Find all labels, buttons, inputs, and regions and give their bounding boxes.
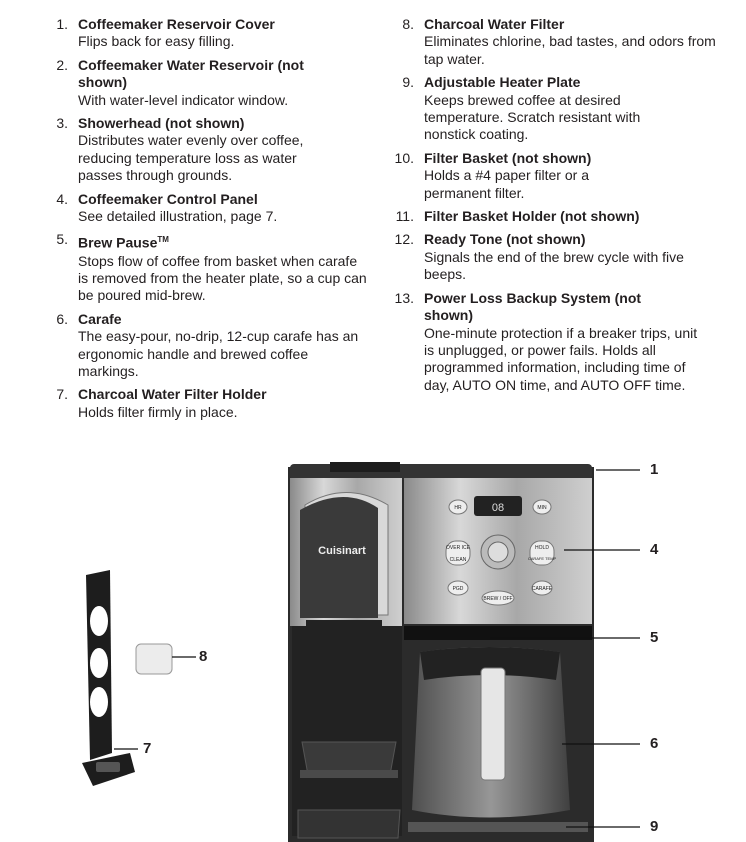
callout-5: 5 xyxy=(650,629,659,646)
item-number: 7. xyxy=(56,386,68,403)
item-description: Keeps brewed coffee at desired temperatu… xyxy=(424,91,641,143)
pgd-button[interactable] xyxy=(447,580,469,596)
list-item: 10. Filter Basket (not shown)Holds a #4 … xyxy=(386,150,716,202)
list-item: 5. Brew PauseTM Stops flow of coffee from… xyxy=(40,231,370,304)
filter-holder-hole-mid xyxy=(90,648,108,678)
hold-label: HOLD xyxy=(535,545,549,551)
item-description: Signals the end of the brew cycle with f… xyxy=(424,248,684,283)
callout-7: 7 xyxy=(143,740,152,757)
item-description: The easy-pour, no-drip, 12-cup carafe ha… xyxy=(78,328,359,379)
filter-holder-hole-top xyxy=(90,606,108,636)
item-title: Charcoal Water Filter Holder xyxy=(78,386,267,403)
item-title: Coffeemaker Control Panel xyxy=(78,190,258,207)
product-illustration: Cuisinart 08 HR MIN OVER ICE CLEAN HOLD … xyxy=(0,430,746,842)
item-number: 4. xyxy=(56,190,68,207)
item-number: 11. xyxy=(395,208,414,225)
item-number: 1. xyxy=(56,16,68,32)
hold-carafe-temp-button[interactable] xyxy=(529,540,555,566)
single-serve-lid-handle xyxy=(300,496,378,618)
heater-plate xyxy=(408,822,588,832)
over-ice-label: OVER ICE xyxy=(446,545,471,551)
clean-label: CLEAN xyxy=(450,557,467,563)
item-description: See detailed illustration, page 7. xyxy=(78,208,278,225)
item-number: 6. xyxy=(56,310,68,327)
callout-1: 1 xyxy=(650,461,659,478)
pgd-label: PGD xyxy=(453,586,464,592)
item-number: 8. xyxy=(402,16,414,32)
item-description: Stops flow of coffee from basket when ca… xyxy=(78,252,367,304)
single-serve-area xyxy=(292,626,402,836)
over-ice-clean-button[interactable] xyxy=(445,540,471,566)
item-description: One-minute protection if a breaker trips… xyxy=(424,324,698,393)
item-title: Ready Tone (not shown) xyxy=(424,231,586,248)
filter-holder-hole-bottom xyxy=(90,687,108,717)
item-description: Holds a #4 paper filter or a permanent f… xyxy=(424,167,589,201)
charcoal-filter xyxy=(135,643,173,675)
dial-center xyxy=(487,541,509,563)
item-title: Power Loss Backup System (not shown) xyxy=(424,289,642,324)
item-title: Charcoal Water Filter xyxy=(424,16,565,32)
min-label: MIN xyxy=(537,505,547,511)
trademark: TM xyxy=(157,235,169,245)
brew-pause-area xyxy=(404,626,592,640)
hr-label: HR xyxy=(454,505,462,511)
item-number: 5. xyxy=(56,231,68,248)
item-description: Flips back for easy filling. xyxy=(78,33,235,50)
item-title: Adjustable Heater Plate xyxy=(424,74,581,91)
item-title: Showerhead (not shown) xyxy=(78,115,245,132)
carafe-button[interactable] xyxy=(531,580,553,596)
drip-tray xyxy=(297,809,401,839)
brand-logo: Cuisinart xyxy=(318,545,366,557)
brew-off-label: BREW / OFF xyxy=(483,596,512,602)
display-readout: 08 xyxy=(492,502,504,514)
item-number: 9. xyxy=(402,74,414,91)
carafe-handle xyxy=(480,667,506,781)
display-screen xyxy=(474,496,522,516)
item-description: Holds filter firmly in place. xyxy=(78,403,238,420)
hr-button[interactable] xyxy=(448,499,468,515)
single-serve-lid xyxy=(330,462,400,472)
item-title: Filter Basket Holder (not shown) xyxy=(424,208,640,225)
callout-6: 6 xyxy=(650,735,659,752)
min-button[interactable] xyxy=(532,499,552,515)
item-description: Distributes water evenly over coffee, re… xyxy=(78,132,304,184)
callout-9: 9 xyxy=(650,818,659,835)
item-title: Brew Pause xyxy=(78,235,158,252)
item-title: Carafe xyxy=(78,310,122,327)
callout-4: 4 xyxy=(650,541,659,558)
item-number: 13. xyxy=(394,289,414,306)
list-item: 13. Power Loss Backup System (not shown)… xyxy=(386,290,716,394)
brew-off-button[interactable] xyxy=(481,590,515,606)
list-item: 11. Filter Basket Holder (not shown) xyxy=(386,208,716,225)
carafe-lid xyxy=(420,647,560,680)
item-title: Filter Basket (not shown) xyxy=(424,149,592,166)
item-number: 3. xyxy=(56,115,68,132)
list-item: 12. Ready Tone (not shown)Signals the en… xyxy=(386,231,716,283)
item-title: Coffeemaker Water Reservoir (not shown) xyxy=(78,56,304,91)
coffeemaker-drawing: Cuisinart 08 HR MIN OVER ICE CLEAN HOLD … xyxy=(82,462,640,842)
cup-rest-edge xyxy=(300,770,398,778)
carafe-temp-label: CARAFE TEMP xyxy=(528,556,557,561)
item-number: 10. xyxy=(394,149,414,166)
list-item: 3. Showerhead (not shown)Distributes wat… xyxy=(40,115,370,185)
item-number: 12. xyxy=(394,231,414,248)
item-description: With water-level indicator window. xyxy=(78,91,289,108)
item-description: Eliminates chlorine, bad tastes, and odo… xyxy=(424,33,716,67)
carafe-label: CARAFE xyxy=(532,586,553,592)
callout-8: 8 xyxy=(199,648,208,665)
filter-holder-base-grip xyxy=(96,762,120,772)
list-item: 2. Coffeemaker Water Reservoir (not show… xyxy=(40,57,370,109)
item-title: Coffeemaker Reservoir Cover xyxy=(78,16,275,32)
item-number: 2. xyxy=(56,56,68,73)
